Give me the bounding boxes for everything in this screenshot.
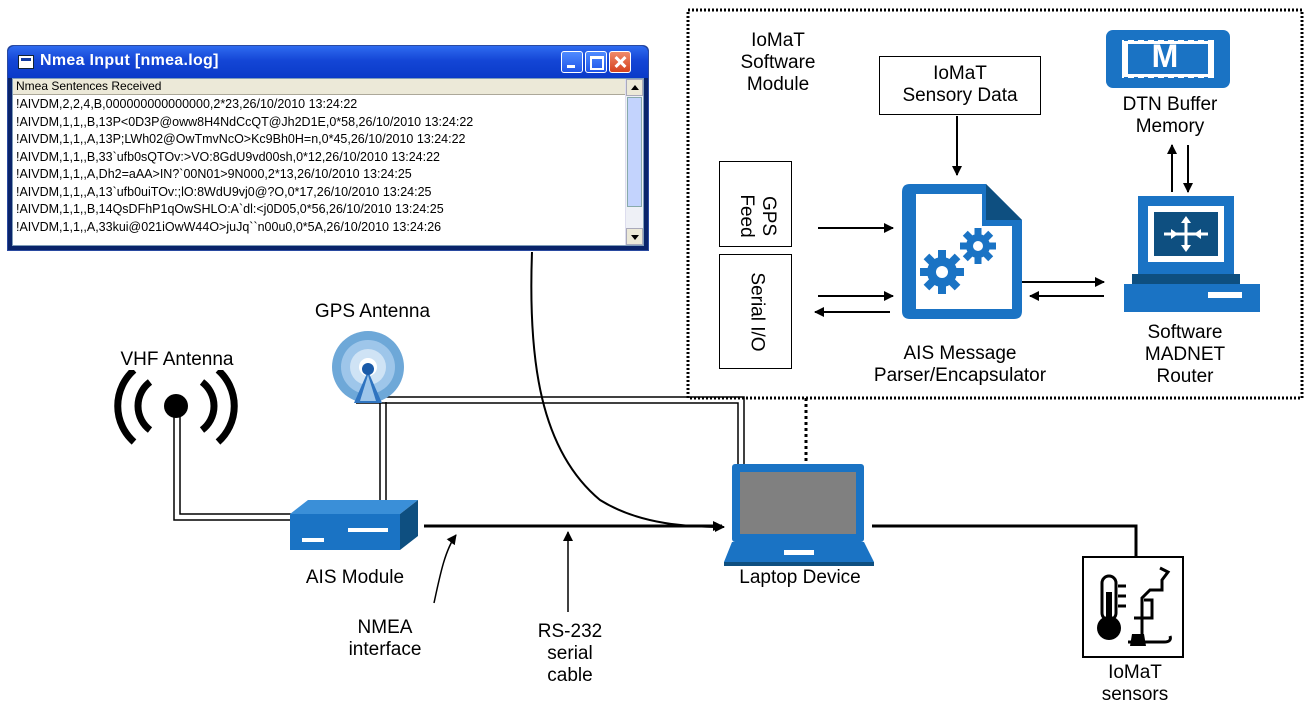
vertical-scrollbar[interactable] (625, 79, 643, 245)
sensory-line: Sensory Data (902, 85, 1018, 106)
nmea-line: interface (348, 639, 422, 660)
maximize-button[interactable] (585, 51, 607, 73)
rs232-line: cable (547, 665, 593, 686)
window-title-bar[interactable]: Nmea Input [nmea.log] (8, 46, 648, 78)
sensors-line: sensors (1101, 684, 1169, 705)
list-item[interactable]: !AIVDM,1,1,,A,13P;LWh02@OwTmvNcO>Kc9Bh0H… (16, 132, 466, 146)
gps-feed-line: Feed (736, 194, 757, 238)
window-body: Nmea Sentences Received !AIVDM,2,2,4,B,0… (12, 78, 644, 246)
list-item[interactable]: !AIVDM,1,1,,A,33kui@021iOwW44O>juJq``n00… (16, 219, 442, 234)
rs232-line: serial (547, 643, 593, 664)
title-line: Module (746, 74, 810, 95)
gear-document-icon (902, 184, 1022, 319)
vhf-antenna-icon (114, 370, 238, 445)
thermometer-sensor-icon (1097, 566, 1172, 646)
parser-line: AIS Message (903, 343, 1017, 364)
rs232-label: RS-232 serial cable (510, 621, 630, 687)
nmea-sentence-list: !AIVDM,2,2,4,B,000000000000000,2*23,26/1… (13, 96, 625, 236)
title-line: IoMaT (751, 30, 805, 51)
nmea-input-window: Nmea Input [nmea.log] Nmea Sentences Rec… (7, 45, 649, 251)
scroll-thumb[interactable] (627, 97, 642, 207)
sensors-line: IoMaT (1108, 662, 1162, 683)
list-item[interactable]: !AIVDM,2,2,4,B,000000000000000,2*23,26/1… (16, 97, 358, 111)
list-header: Nmea Sentences Received (13, 79, 625, 95)
minimize-button[interactable] (561, 51, 583, 73)
software-module-title: IoMaT Software Module (718, 30, 838, 96)
list-item[interactable]: !AIVDM,1,1,,A,Dh2=aAA>IN?`00N01>9N000,2*… (16, 167, 412, 181)
software-module-border (686, 8, 1304, 400)
gps-feed-label: GPS Feed (735, 173, 779, 259)
parser-label: AIS Message Parser/Encapsulator (855, 343, 1065, 387)
gps-feed-box: GPS Feed (719, 161, 792, 247)
list-item[interactable]: !AIVDM,1,1,,B,14QsDFhP1qOwSHLO:A`dl:<j0D… (16, 202, 444, 216)
serial-io-label: Serial I/O (746, 272, 768, 352)
window-link-curve (530, 251, 725, 532)
router-line: MADNET (1144, 344, 1226, 365)
window-app-icon (18, 55, 34, 69)
gps-feed-line: GPS (758, 195, 779, 237)
scroll-up-button[interactable] (626, 79, 643, 96)
laptop-icon (724, 464, 874, 566)
memory-chip-icon (1106, 30, 1230, 88)
nmea-arrow (433, 534, 457, 604)
sensor-box (1082, 556, 1184, 658)
router-label: Software MADNET Router (1110, 322, 1260, 388)
dtn-line: DTN Buffer (1122, 94, 1218, 115)
close-button[interactable] (609, 51, 631, 73)
dtn-buffer-label: DTN Buffer Memory (1090, 94, 1250, 138)
sensors-label: IoMaT sensors (1075, 662, 1195, 706)
gps-laptop-cable (356, 396, 745, 465)
serial-io-box: Serial I/O (719, 254, 792, 369)
vhf-cable (173, 395, 292, 521)
sensor-cable (872, 524, 1138, 556)
laptop-label: Laptop Device (739, 567, 861, 588)
list-item[interactable]: !AIVDM,1,1,,B,33`ufb0sQTOv:>VO:8GdU9vd00… (16, 149, 440, 164)
gps-cable (379, 402, 387, 500)
router-computer-icon (1124, 196, 1260, 312)
parser-line: Parser/Encapsulator (873, 365, 1047, 386)
gps-antenna-icon (332, 331, 404, 403)
ais-module-icon (290, 500, 418, 550)
scroll-down-button[interactable] (626, 228, 643, 245)
vhf-antenna-label: VHF Antenna (120, 349, 234, 370)
ais-module-label: AIS Module (305, 567, 405, 588)
gps-antenna-label: GPS Antenna (314, 301, 431, 322)
sensory-line: IoMaT (933, 63, 987, 84)
title-line: Software (740, 52, 816, 73)
window-title: Nmea Input [nmea.log] (40, 52, 219, 69)
nmea-interface-label: NMEA interface (330, 617, 440, 661)
nmea-line: NMEA (357, 617, 413, 638)
list-item[interactable]: !AIVDM,1,1,,B,13P<0D3P@oww8H4NdCcQT@Jh2D… (16, 114, 474, 129)
sensory-data-box: IoMaT Sensory Data (879, 56, 1041, 115)
rs232-line: RS-232 (537, 621, 603, 642)
list-item[interactable]: !AIVDM,1,1,,A,13`ufb0uiTOv:;lO:8WdU9vj0@… (16, 184, 432, 199)
router-line: Software (1147, 322, 1223, 343)
dtn-line: Memory (1135, 116, 1205, 137)
memory-chip-letter: M (1151, 38, 1179, 74)
router-line: Router (1156, 366, 1214, 387)
